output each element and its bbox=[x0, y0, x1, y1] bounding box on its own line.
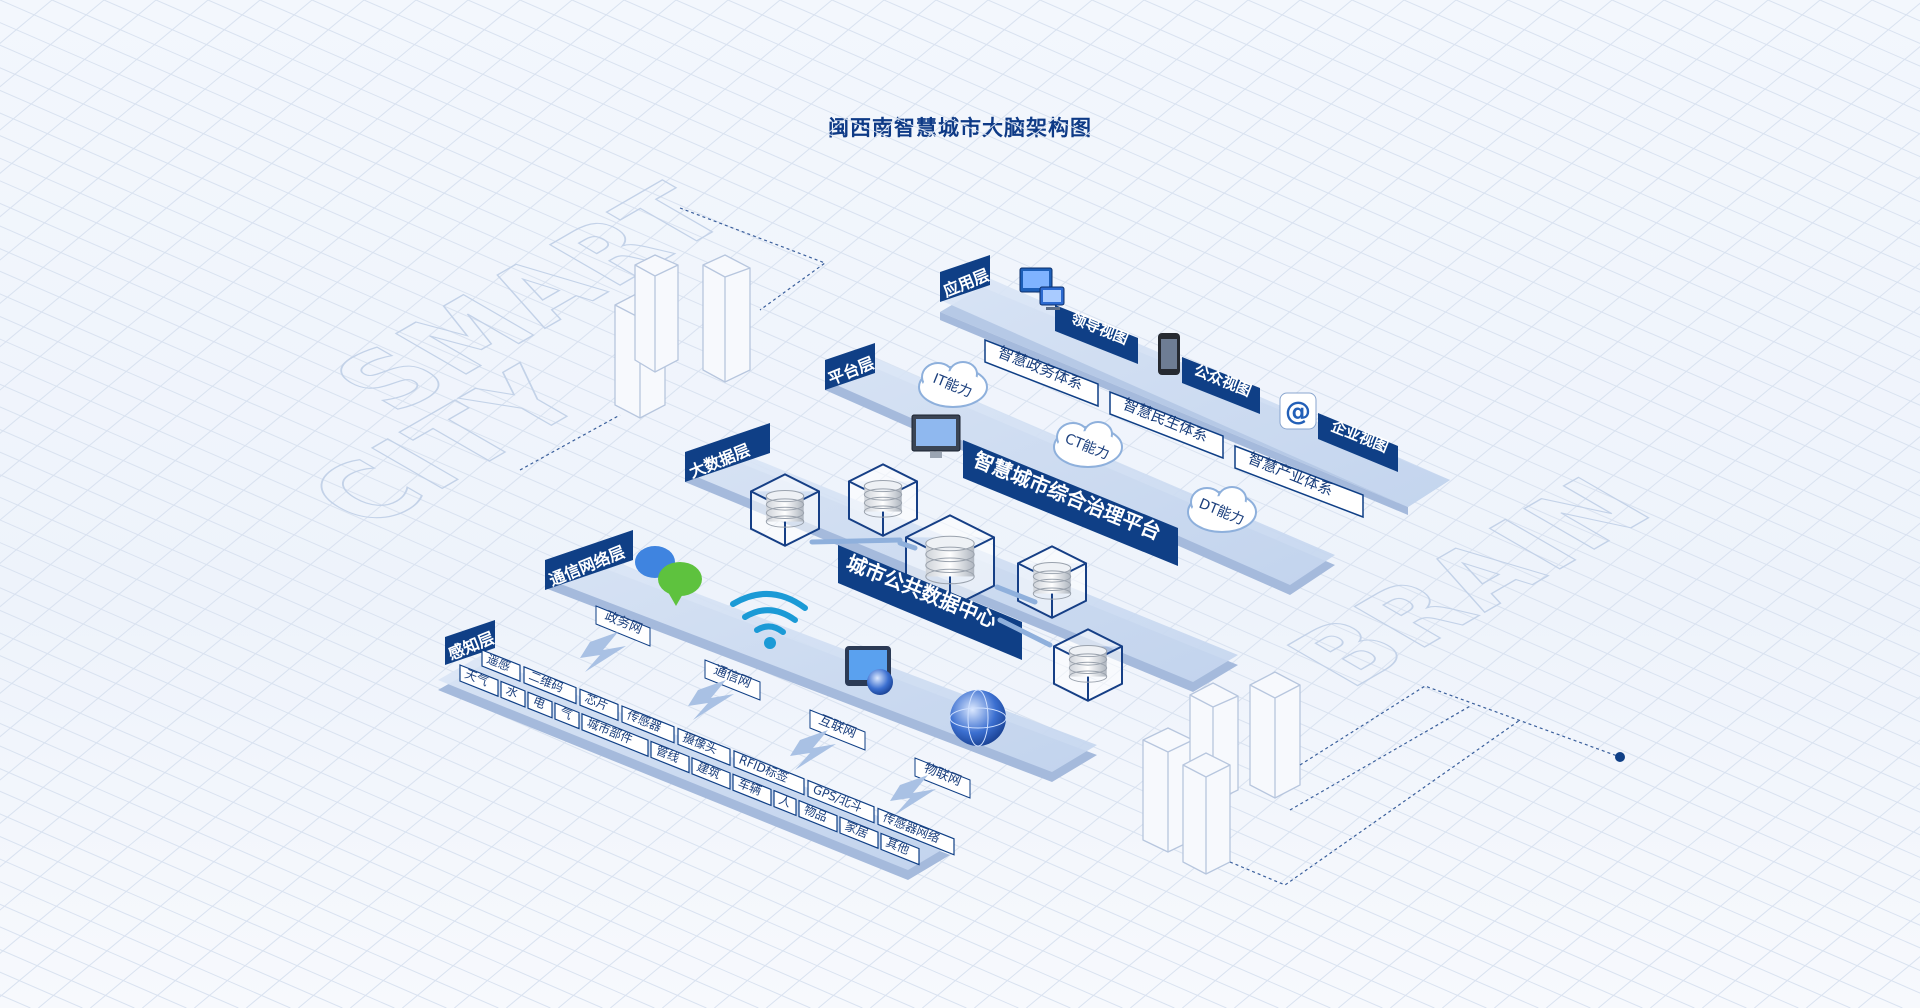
view-leader[interactable]: 领导视图 bbox=[1019, 267, 1138, 364]
sensing-chip[interactable]: 其他 bbox=[880, 832, 920, 866]
dotted-connectors bbox=[519, 207, 1621, 886]
wifi-icon bbox=[730, 591, 808, 649]
monitor-globe-icon bbox=[845, 646, 893, 695]
database-cube bbox=[848, 463, 918, 537]
mobile-phone-icon bbox=[1158, 333, 1180, 375]
database-cube bbox=[1053, 628, 1123, 702]
sensing-chip-label: 水 bbox=[504, 683, 520, 700]
connector-endpoint-dot bbox=[1615, 752, 1625, 762]
cloud-it: IT能力 bbox=[918, 361, 988, 408]
sensing-chip-label: 电 bbox=[531, 694, 547, 711]
sensing-chip[interactable]: 物品 bbox=[798, 799, 838, 833]
cloud-dt: DT能力 bbox=[1187, 486, 1257, 533]
chat-bubbles-icon bbox=[635, 546, 702, 606]
wireframe-buildings-left bbox=[614, 254, 751, 419]
platform-monitor-icon bbox=[911, 414, 961, 458]
lightning-connectors bbox=[580, 632, 936, 815]
svg-text:@: @ bbox=[1285, 397, 1311, 427]
database-cube bbox=[750, 473, 820, 547]
sensing-chip[interactable]: 电 bbox=[527, 691, 553, 719]
globe-icon bbox=[949, 689, 1007, 747]
sensing-chip-label: 气 bbox=[558, 704, 575, 722]
net-iot[interactable]: 物联网 bbox=[914, 689, 1007, 799]
cloud-ct: CT能力 bbox=[1053, 421, 1123, 468]
net-gov[interactable]: 政务网 bbox=[595, 546, 702, 647]
wireframe-buildings-right bbox=[1142, 671, 1301, 875]
sensing-chip[interactable]: 芯片 bbox=[579, 688, 619, 722]
sensing-chip[interactable]: 水 bbox=[500, 680, 526, 708]
data-flow-arrows bbox=[809, 537, 1053, 648]
page-title: 闽西南智慧城市大脑架构图 bbox=[828, 116, 1092, 140]
sensing-chip[interactable]: 气 bbox=[554, 702, 580, 730]
at-sign-icon: @ bbox=[1279, 392, 1317, 430]
sensing-chip[interactable]: 人 bbox=[773, 789, 797, 817]
desktop-computer-icon bbox=[1019, 267, 1065, 310]
sensing-chip-label: 人 bbox=[777, 792, 793, 809]
